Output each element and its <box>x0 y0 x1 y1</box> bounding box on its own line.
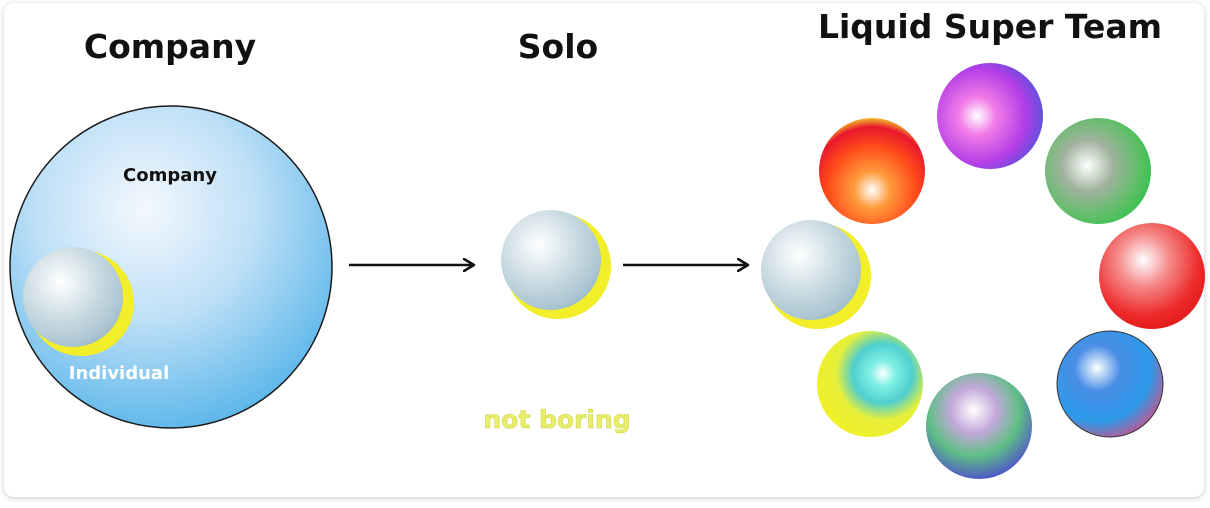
individual-label: Individual <box>69 363 170 384</box>
solo-sphere <box>501 210 611 319</box>
team-purple-sphere <box>937 63 1043 169</box>
team-red-sphere <box>1099 223 1205 329</box>
team-blue-sphere <box>1056 330 1164 438</box>
heading-liquid-super-team: Liquid Super Team <box>818 7 1162 46</box>
heading-company: Company <box>84 27 256 66</box>
team-orange-sphere <box>819 118 925 224</box>
team-cyan-yellow-sphere <box>817 331 923 437</box>
team-individual-sphere <box>761 220 871 329</box>
heading-solo: Solo <box>518 27 598 66</box>
not-boring-watermark: not boring <box>483 405 630 434</box>
team-lavender-sphere <box>926 373 1032 479</box>
company-inner-label: Company <box>123 165 217 186</box>
individual-sphere <box>23 247 134 356</box>
team-green-sphere <box>1045 118 1151 224</box>
